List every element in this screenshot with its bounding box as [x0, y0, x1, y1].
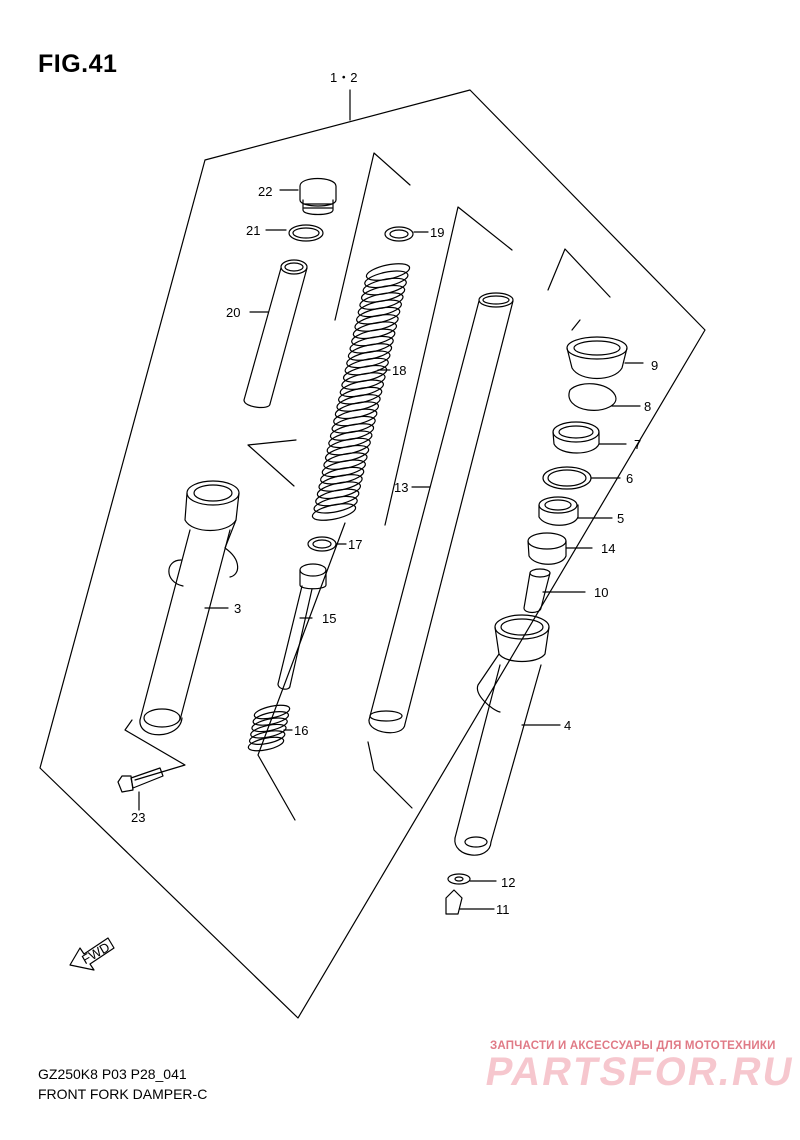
- sub-frame-left-tube: [124, 719, 186, 781]
- figure-title: FIG.41: [38, 50, 118, 78]
- sub-frame-seals: [547, 248, 611, 331]
- part-label-13: 13: [394, 480, 408, 495]
- caption-code: GZ250K8 P03 P28_041: [38, 1066, 187, 1082]
- outer-tube-4: [454, 614, 561, 856]
- spring-coil: [252, 711, 290, 726]
- damper-rod-15: [277, 563, 327, 690]
- bolt-11: [445, 889, 495, 915]
- spring-coil: [313, 495, 358, 514]
- assembly-label: 1・2: [330, 70, 357, 85]
- part-label-18: 18: [392, 363, 406, 378]
- spring-seat-19: [384, 226, 429, 242]
- part-label-3: 3: [234, 601, 241, 616]
- sub-frame-damper: [247, 152, 411, 821]
- bushing-5: [538, 496, 613, 526]
- o-ring-21: [265, 224, 324, 242]
- part-label-5: 5: [617, 511, 624, 526]
- part-label-6: 6: [626, 471, 633, 486]
- assembly-frame: [39, 89, 706, 1019]
- fork-spring-18: [311, 263, 411, 521]
- part-label-23: 23: [131, 810, 145, 825]
- oil-seal-7: [552, 421, 627, 454]
- part-label-17: 17: [348, 537, 362, 552]
- part-label-8: 8: [644, 399, 651, 414]
- spring-coil: [251, 717, 288, 733]
- part-label-19: 19: [430, 225, 444, 240]
- part-label-15: 15: [322, 611, 336, 626]
- part-label-14: 14: [601, 541, 615, 556]
- fwd-arrow-icon: [69, 937, 115, 971]
- washer-12: [447, 873, 497, 885]
- spring-coil: [248, 730, 286, 745]
- part-label-4: 4: [564, 718, 571, 733]
- part-label-9: 9: [651, 358, 658, 373]
- part-label-10: 10: [594, 585, 608, 600]
- stopper-ring-8: [568, 383, 641, 411]
- spring-coil: [250, 723, 287, 739]
- caption-name: FRONT FORK DAMPER-C: [38, 1086, 208, 1102]
- spring-coil: [253, 704, 291, 720]
- oil-lock-piece-10: [523, 568, 586, 614]
- watermark-tagline: ЗАПЧАСТИ И АКСЕССУАРЫ ДЛЯ МОТОТЕХНИКИ: [490, 1040, 776, 1052]
- part-label-20: 20: [226, 305, 240, 320]
- watermark-brand: PARTSFOR.RU: [482, 1050, 798, 1094]
- spacer-20: [243, 259, 308, 409]
- part-label-11: 11: [496, 902, 510, 917]
- spring-coil: [247, 736, 285, 752]
- part-label-12: 12: [501, 875, 515, 890]
- cap-bolt-22: [279, 177, 337, 216]
- sub-frame-inner-tube: [367, 206, 513, 809]
- part-label-16: 16: [294, 723, 308, 738]
- outer-tube-3: [139, 480, 240, 736]
- ring-17: [307, 536, 347, 552]
- inner-tube-13: [368, 292, 514, 734]
- bushing-14: [527, 532, 593, 565]
- retainer-6: [542, 466, 621, 490]
- part-label-21: 21: [246, 223, 260, 238]
- dust-seal-9: [566, 336, 644, 379]
- part-label-7: 7: [634, 437, 641, 452]
- spring-coil: [311, 503, 357, 521]
- part-label-22: 22: [258, 184, 272, 199]
- bolt-23: [117, 767, 164, 811]
- rebound-spring-16: [247, 704, 291, 752]
